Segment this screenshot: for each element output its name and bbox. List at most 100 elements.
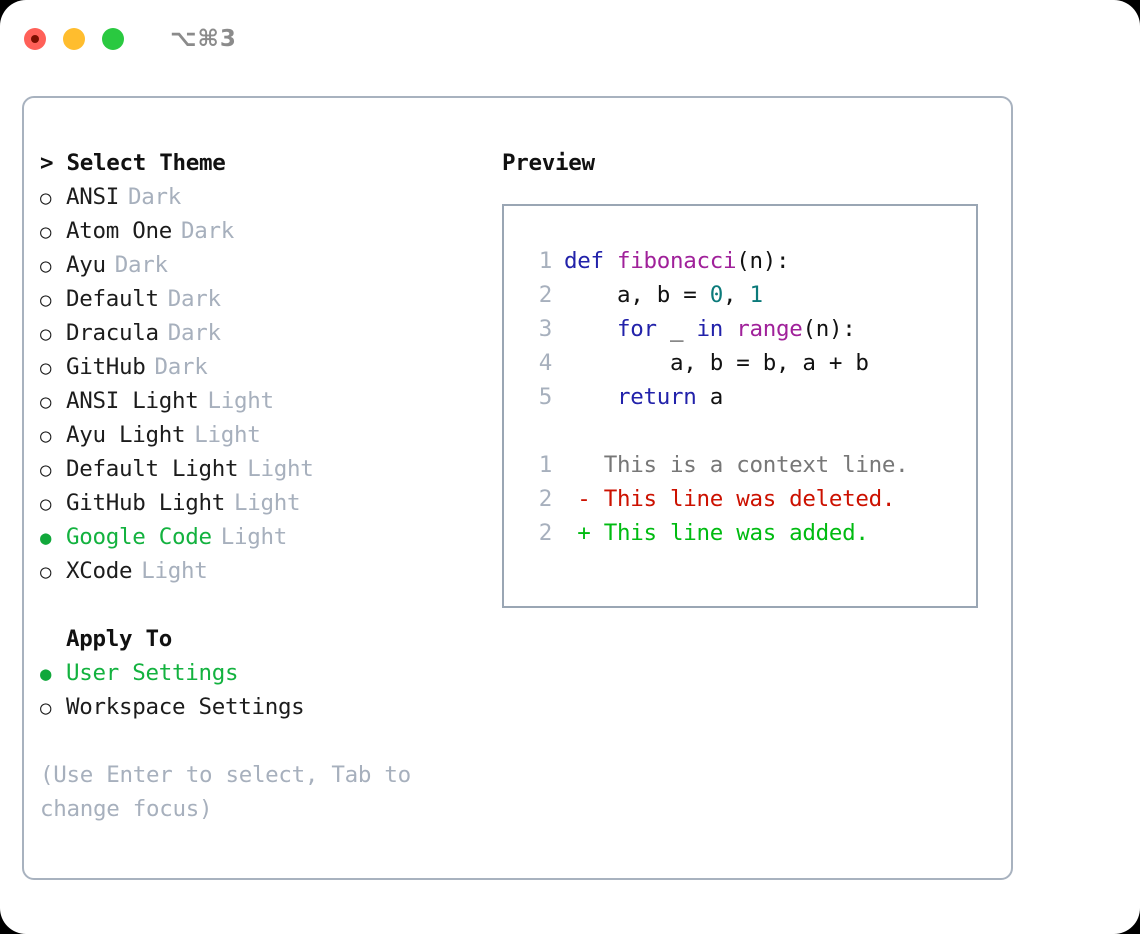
- code-text: return a: [564, 380, 723, 414]
- radio-unselected-icon: ○: [40, 289, 52, 311]
- theme-option-label: ANSI Light: [66, 388, 199, 414]
- theme-option-label: Default Light: [66, 456, 239, 482]
- theme-option-github-light[interactable]: ○ GitHub Light Light: [40, 486, 480, 520]
- theme-variant-tag: Light: [207, 388, 274, 414]
- token-fn: range: [736, 316, 803, 342]
- theme-option-label: Dracula: [66, 320, 159, 346]
- diff-line-ctx: 1 This is a context line.: [522, 448, 976, 482]
- token-plain: (n):: [736, 248, 790, 274]
- window-controls: [24, 28, 124, 50]
- apply-option-workspace-settings[interactable]: ○Workspace Settings: [40, 690, 480, 724]
- line-number: 5: [538, 384, 553, 410]
- theme-option-github[interactable]: ○ GitHub Dark: [40, 350, 480, 384]
- code-line: 1 def fibonacci(n):: [522, 244, 976, 278]
- line-number: 2: [538, 282, 553, 308]
- apply-to-heading: Apply To: [66, 626, 172, 652]
- theme-option-ansi[interactable]: ○ ANSI Dark: [40, 180, 480, 214]
- theme-variant-tag: Dark: [128, 184, 181, 210]
- radio-unselected-icon: ○: [40, 221, 52, 243]
- title-bar: ⌥⌘3: [0, 0, 1140, 78]
- theme-option-ayu-light[interactable]: ○ Ayu Light Light: [40, 418, 480, 452]
- theme-option-label: Ayu Light: [66, 422, 186, 448]
- token-plain: [564, 384, 617, 410]
- radio-unselected-icon: ○: [40, 459, 52, 481]
- theme-option-label: ANSI: [66, 184, 119, 210]
- theme-option-xcode[interactable]: ○ XCode Light: [40, 554, 480, 588]
- theme-variant-tag: Dark: [167, 320, 221, 346]
- theme-option-default-light[interactable]: ○ Default Light Light: [40, 452, 480, 486]
- code-line: 2 a, b = 0, 1: [522, 278, 976, 312]
- token-kw: def: [564, 248, 617, 274]
- token-num: 0: [709, 282, 724, 308]
- radio-unselected-icon: ○: [40, 493, 52, 515]
- theme-variant-tag: Light: [247, 456, 314, 482]
- token-kw: for: [617, 316, 657, 342]
- close-button[interactable]: [24, 28, 46, 50]
- theme-option-label: Google Code: [66, 524, 212, 550]
- apply-option-user-settings[interactable]: ●User Settings: [40, 656, 480, 690]
- radio-unselected-icon: ○: [40, 323, 52, 345]
- theme-option-label: Ayu: [66, 252, 106, 278]
- token-plain: a: [696, 384, 724, 410]
- preview-heading: Preview: [502, 150, 595, 176]
- token-plain: a, b =: [564, 282, 710, 308]
- line-number: 4: [538, 350, 553, 376]
- line-number: 2: [538, 486, 553, 512]
- radio-unselected-icon: ○: [40, 357, 52, 379]
- apply-to-option-list[interactable]: ●User Settings○Workspace Settings: [40, 656, 480, 724]
- code-line: 4 a, b = b, a + b: [522, 346, 976, 380]
- theme-option-dracula[interactable]: ○ Dracula Dark: [40, 316, 480, 350]
- code-text: def fibonacci(n):: [564, 244, 790, 278]
- theme-variant-tag: Light: [220, 524, 288, 550]
- theme-variant-tag: Dark: [180, 218, 234, 244]
- theme-option-label: GitHub Light: [66, 490, 225, 516]
- diff-line-add: 2 + This line was added.: [522, 516, 976, 550]
- apply-option-label: User Settings: [66, 660, 239, 686]
- zoom-button[interactable]: [102, 28, 124, 50]
- token-plain: [564, 316, 617, 342]
- diff-line-del: 2 - This line was deleted.: [522, 482, 976, 516]
- code-text: for _ in range(n):: [564, 312, 856, 346]
- line-number: 1: [538, 452, 553, 478]
- theme-option-label: GitHub: [66, 354, 146, 380]
- theme-variant-tag: Light: [233, 490, 301, 516]
- radio-unselected-icon: ○: [40, 255, 52, 277]
- radio-unselected-icon: ○: [40, 697, 52, 719]
- diff-sample: 1 This is a context line.2 - This line w…: [522, 448, 976, 550]
- theme-variant-tag: Dark: [154, 354, 208, 380]
- token-plain: (n):: [802, 316, 856, 342]
- theme-variant-tag: Light: [141, 558, 208, 584]
- theme-variant-tag: Light: [194, 422, 261, 448]
- diff-text: This is a context line.: [564, 452, 909, 478]
- keyboard-hint-text: (Use Enter to select, Tab to change focu…: [40, 762, 411, 822]
- code-line: 3 for _ in range(n):: [522, 312, 976, 346]
- token-kw: in: [696, 316, 724, 342]
- token-plain: [723, 316, 736, 342]
- theme-option-label: XCode: [66, 558, 133, 584]
- code-line: 5 return a: [522, 380, 976, 414]
- diff-text: - This line was deleted.: [564, 486, 896, 512]
- radio-unselected-icon: ○: [40, 561, 52, 583]
- token-plain: _: [656, 316, 697, 342]
- radio-unselected-icon: ○: [40, 425, 52, 447]
- token-plain: a, b = b, a + b: [564, 350, 869, 376]
- line-number: 3: [538, 316, 553, 342]
- minimize-button[interactable]: [63, 28, 85, 50]
- radio-unselected-icon: ○: [40, 187, 52, 209]
- select-theme-heading: > Select Theme: [40, 150, 226, 176]
- token-kw: return: [617, 384, 697, 410]
- line-number: 1: [538, 248, 553, 274]
- window-title: ⌥⌘3: [170, 26, 237, 52]
- token-plain: ,: [722, 282, 750, 308]
- code-text: a, b = b, a + b: [564, 346, 869, 380]
